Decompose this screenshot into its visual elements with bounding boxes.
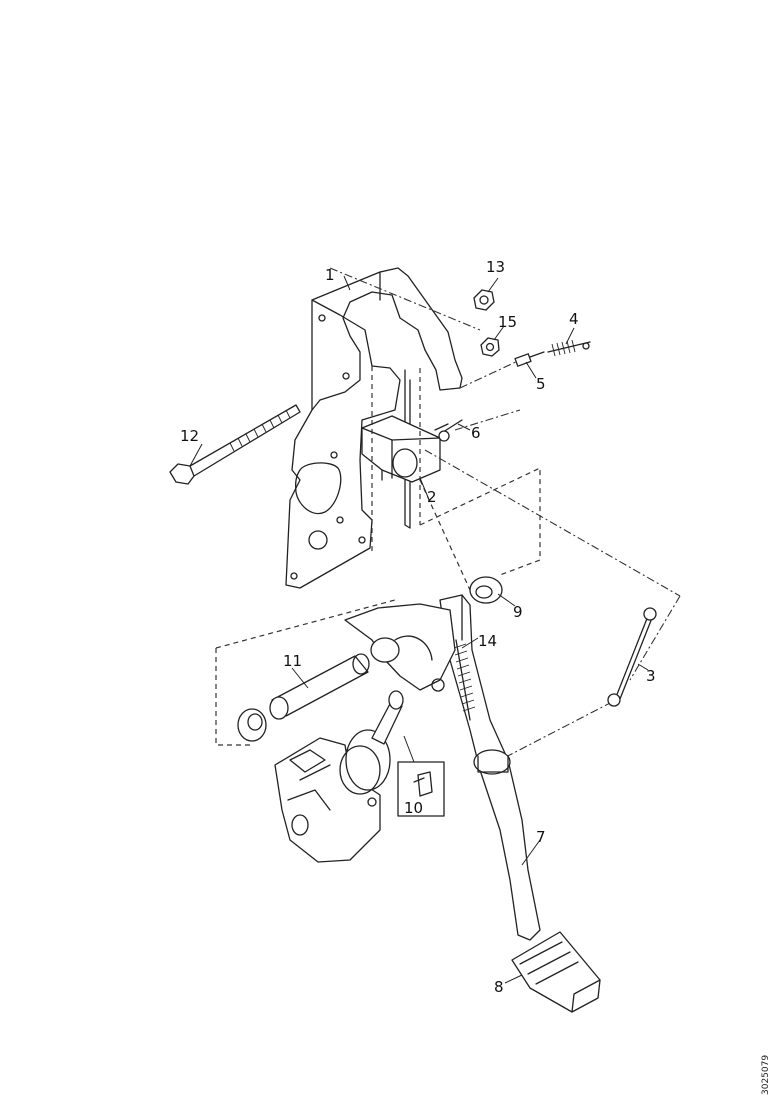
reference-code: 3025079	[761, 1055, 771, 1095]
small-bolt-5	[514, 351, 545, 367]
callout-5: 5	[536, 375, 546, 393]
callout-10: 10	[404, 799, 423, 817]
return-spring	[453, 639, 476, 721]
callout-6: 6	[471, 424, 481, 442]
callout-14: 14	[478, 632, 497, 650]
callout-8: 8	[494, 978, 504, 996]
callout-15: 15	[498, 313, 517, 331]
master-cylinder	[274, 690, 404, 863]
callout-labels: 1 2 3 4 5 6 7 8 9 10 11 12 13 14 15	[180, 258, 656, 996]
pushrod	[607, 607, 657, 707]
callout-13: 13	[486, 258, 505, 276]
callout-7: 7	[536, 828, 546, 846]
pedal-hub	[344, 603, 456, 692]
callout-1: 1	[325, 266, 335, 284]
pedal-pad	[511, 931, 601, 1013]
bushing-left	[237, 708, 267, 742]
nut-15	[480, 337, 500, 357]
small-bolt-6	[438, 419, 463, 442]
callout-12: 12	[180, 427, 199, 445]
spring-pin	[547, 339, 591, 357]
pivot-shaft	[269, 653, 370, 720]
pivot-block	[361, 415, 449, 483]
nut-13	[473, 289, 495, 311]
leader-lines	[189, 275, 649, 984]
assembly-guide-lines	[215, 267, 681, 761]
callout-3: 3	[646, 667, 656, 685]
callout-11: 11	[283, 652, 302, 670]
bushing	[469, 576, 503, 604]
callout-9: 9	[513, 603, 523, 621]
callout-2: 2	[427, 488, 437, 506]
callout-4: 4	[569, 310, 579, 328]
clip	[397, 735, 445, 817]
long-bolt	[169, 404, 301, 485]
